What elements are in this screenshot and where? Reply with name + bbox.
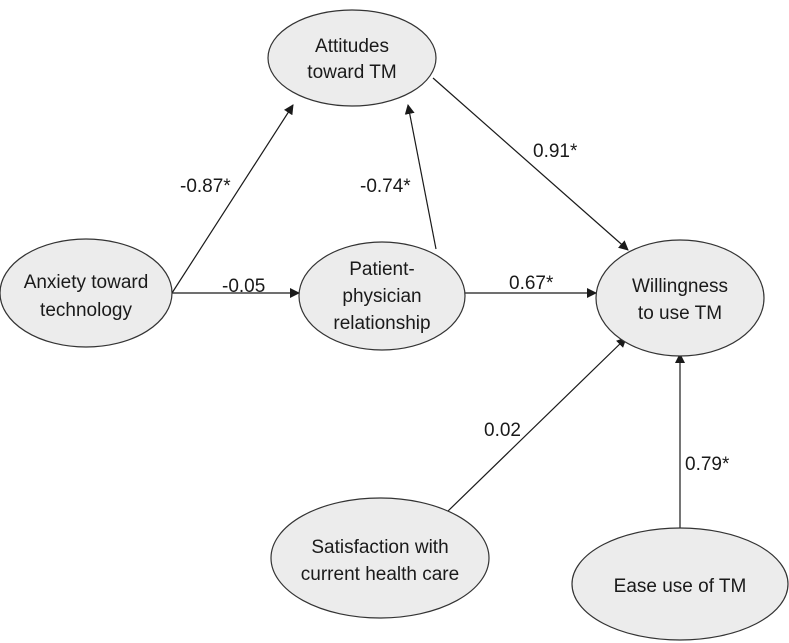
edge-anxiety-to-attitudes — [171, 104, 294, 294]
coef-anxiety-patient: -0.05 — [222, 276, 265, 297]
node-willingness: Willingness to use TM — [595, 239, 765, 357]
node-attitudes: Attitudes toward TM — [267, 9, 437, 107]
node-satisfaction: Satisfaction with current health care — [270, 497, 490, 619]
node-willingness-label-line2: to use TM — [638, 303, 722, 324]
node-satisfaction-label-line2: current health care — [301, 564, 459, 585]
coef-patient-attitudes: -0.74* — [360, 176, 411, 197]
coef-patient-willingness: 0.67* — [509, 273, 554, 294]
node-patient-shape — [298, 241, 466, 351]
edge-patient-to-attitudes — [404, 104, 437, 250]
node-satisfaction-shape — [270, 497, 490, 619]
edges — [171, 77, 685, 530]
coef-ease-willingness: 0.79* — [685, 454, 730, 475]
node-willingness-shape — [595, 239, 765, 357]
edge-attitudes-to-willingness — [432, 77, 629, 251]
edge-labels: -0.87* -0.74* 0.91* -0.05 0.67* 0.02 0.7… — [180, 141, 730, 475]
node-patient-label-line3: relationship — [333, 313, 430, 334]
node-ease: Ease use of TM — [571, 527, 789, 641]
node-ease-label: Ease use of TM — [614, 576, 747, 597]
coef-attitudes-willingness: 0.91* — [533, 141, 578, 162]
coef-satisfaction-willingness: 0.02 — [484, 420, 521, 441]
node-ease-shape — [571, 527, 789, 641]
node-willingness-label-line1: Willingness — [632, 276, 728, 297]
edge-satisfaction-to-willingness — [446, 337, 627, 513]
node-patient: Patient- physician relationship — [298, 241, 466, 351]
node-patient-label-line1: Patient- — [349, 259, 414, 280]
node-attitudes-label-line2: toward TM — [307, 62, 396, 83]
node-anxiety-shape — [0, 238, 173, 348]
node-attitudes-shape — [267, 9, 437, 107]
node-satisfaction-label-line1: Satisfaction with — [311, 537, 448, 558]
node-anxiety-label-line2: technology — [40, 300, 132, 321]
node-anxiety-label-line1: Anxiety toward — [24, 272, 149, 293]
node-anxiety: Anxiety toward technology — [0, 238, 173, 348]
node-attitudes-label-line1: Attitudes — [315, 36, 389, 57]
coef-anxiety-attitudes: -0.87* — [180, 176, 231, 197]
node-patient-label-line2: physician — [342, 286, 421, 307]
